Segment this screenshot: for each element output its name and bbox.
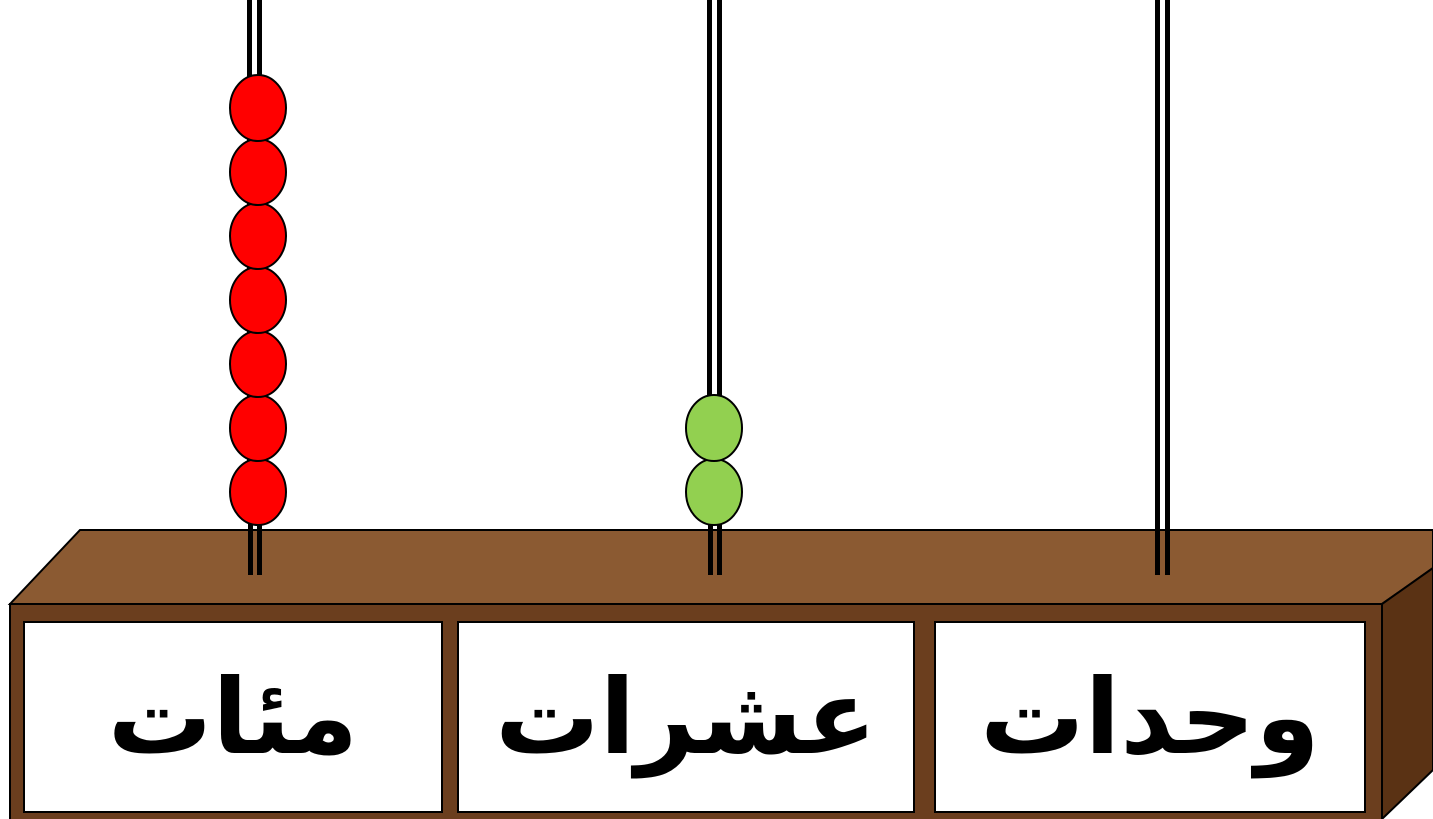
bead-hundreds <box>229 74 287 142</box>
rods-stubs <box>248 520 1170 575</box>
bead-hundreds <box>229 266 287 334</box>
bead-hundreds <box>229 394 287 462</box>
bead-tens <box>685 458 743 526</box>
bead-tens <box>685 394 743 462</box>
bead-hundreds <box>229 330 287 398</box>
rod-tens <box>707 0 722 520</box>
label-hundreds: مئات <box>108 656 358 778</box>
label-boxes <box>23 621 1366 813</box>
bead-hundreds <box>229 202 287 270</box>
label-box-hundreds <box>23 621 443 813</box>
beads-layer <box>229 74 743 526</box>
label-tens: عشرات <box>495 656 877 778</box>
label-units: وحدات <box>980 656 1320 779</box>
bead-hundreds <box>229 138 287 206</box>
frame-side-face <box>1381 566 1433 819</box>
label-box-tens <box>457 621 915 813</box>
rod-units <box>1155 0 1170 520</box>
bead-hundreds <box>229 458 287 526</box>
label-box-units <box>934 621 1366 813</box>
